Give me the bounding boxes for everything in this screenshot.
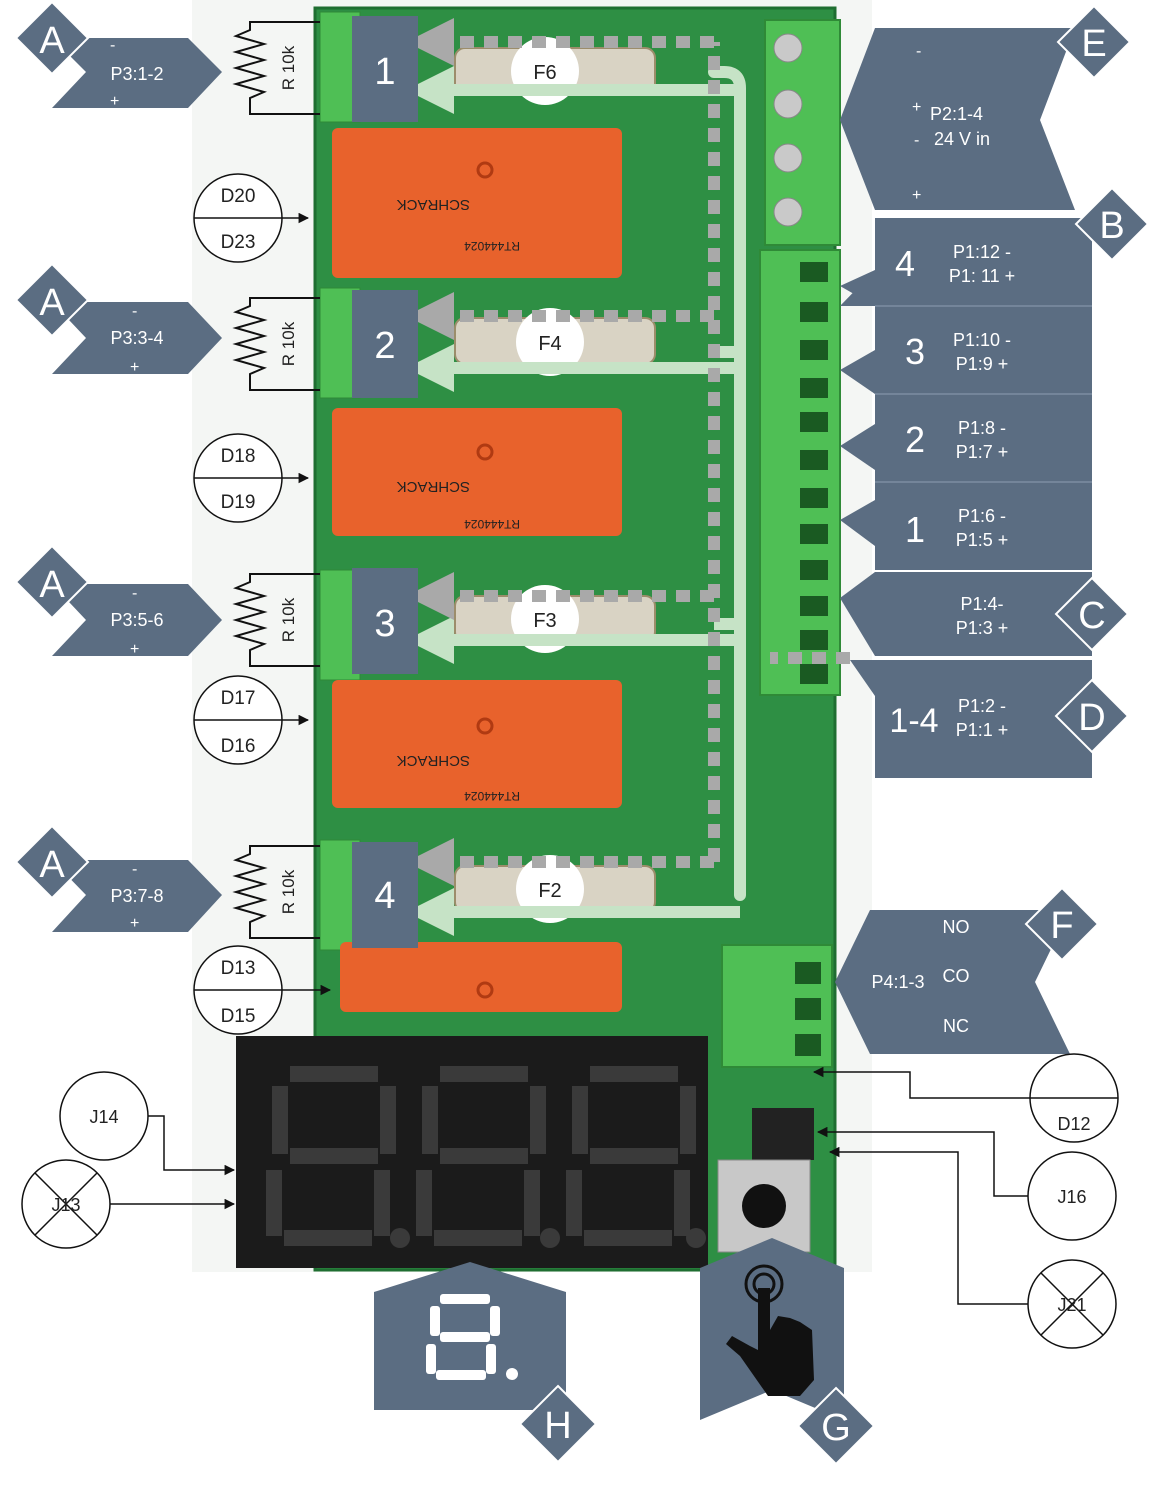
led-label: J16	[1057, 1187, 1086, 1207]
input-plus: +	[130, 359, 139, 376]
power-minus-mid: -	[914, 132, 919, 149]
alarm-no: NO	[943, 917, 970, 937]
output-number: 2	[905, 419, 925, 460]
led-label: J13	[51, 1195, 80, 1215]
output-number: 4	[895, 243, 915, 284]
relay-1: SCHRACK RT444024	[332, 128, 622, 278]
common-d-plus: P1:1 +	[956, 720, 1009, 740]
relay-model-text: RT444024	[464, 789, 520, 803]
led-label: J14	[89, 1107, 118, 1127]
common-c-plus: P1:3 +	[956, 618, 1009, 638]
relay-model-text: RT444024	[464, 517, 520, 531]
tag-letter: H	[544, 1405, 571, 1447]
power-label: P2:1-4	[930, 104, 983, 124]
power-minus-top: -	[916, 43, 921, 60]
fuse-label: F6	[533, 62, 556, 84]
input-plus: +	[130, 641, 139, 658]
push-button[interactable]	[742, 1184, 786, 1228]
alarm-label: P4:1-3	[871, 972, 924, 992]
tag-letter: B	[1099, 205, 1124, 247]
tag-letter: F	[1050, 905, 1073, 947]
jumper-block	[752, 1108, 814, 1160]
relay-2: SCHRACK RT444024	[332, 408, 622, 536]
output-minus: P1:12 -	[953, 242, 1011, 262]
fuse-label: F4	[538, 333, 561, 355]
resistor-label: R 10k	[279, 321, 298, 366]
relay-4	[340, 942, 622, 1012]
led-bottom-label: D15	[221, 1006, 256, 1027]
relay-3: SCHRACK RT444024	[332, 680, 622, 808]
fuse-label: F2	[538, 880, 561, 902]
channel-number: 4	[374, 875, 395, 917]
led-label: D12	[1057, 1114, 1090, 1134]
led-bottom-label: D23	[221, 232, 256, 253]
led-bottom-label: D16	[221, 736, 256, 757]
led-label: J21	[1057, 1295, 1086, 1315]
input-plus: +	[110, 93, 119, 110]
resistor-label: R 10k	[279, 869, 298, 914]
output-number: 3	[905, 331, 925, 372]
output-minus: P1:6 -	[958, 506, 1006, 526]
input-plus: +	[130, 915, 139, 932]
input-label: P3:5-6	[110, 610, 163, 630]
tag-letter: A	[39, 20, 65, 62]
tag-letter: A	[39, 564, 65, 606]
tag-letter: A	[39, 282, 65, 324]
output-minus: P1:10 -	[953, 330, 1011, 350]
channel-number: 2	[374, 325, 395, 367]
output-minus: P1:8 -	[958, 418, 1006, 438]
relay-model-text: RT444024	[464, 239, 520, 253]
output-plus: P1:7 +	[956, 442, 1009, 462]
output-panel: B 4 P1:12 - P1: 11 + 3 P1:10 - P1:9 + 2 …	[840, 188, 1148, 570]
resistor-label: R 10k	[279, 597, 298, 642]
output-number: 1	[905, 509, 925, 550]
tag-letter: G	[821, 1407, 851, 1449]
led-top-label: D20	[221, 186, 256, 207]
power-plus-bottom: +	[912, 187, 921, 204]
led-bottom-label: D19	[221, 492, 256, 513]
common-c-panel: C P1:4- P1:3 +	[840, 572, 1128, 656]
relay-brand-text: SCHRACK	[397, 196, 470, 213]
alarm-co: CO	[943, 966, 970, 986]
tag-letter: D	[1078, 697, 1105, 739]
relay-brand-text: SCHRACK	[397, 752, 470, 769]
input-label: P3:3-4	[110, 328, 163, 348]
channel-number: 1	[374, 51, 395, 93]
output-plus: P1: 11 +	[949, 266, 1015, 286]
tag-letter: C	[1078, 595, 1105, 637]
channel-number: 3	[374, 603, 395, 645]
fuse-label: F3	[533, 610, 556, 632]
display-badge: H	[374, 1262, 596, 1462]
led-top-label: D13	[221, 958, 256, 979]
power-plus-mid: +	[912, 99, 921, 116]
led-top-label: D18	[221, 446, 256, 467]
power-desc: 24 V in	[934, 129, 990, 149]
output-plus: P1:5 +	[956, 530, 1009, 550]
input-minus: -	[132, 585, 137, 602]
led-top-label: D17	[221, 688, 256, 709]
common-d-number: 1-4	[889, 702, 938, 740]
tag-letter: E	[1081, 23, 1106, 65]
power-input-panel: E - + P2:1-4 - 24 V in +	[840, 6, 1130, 210]
tag-letter: A	[39, 844, 65, 886]
seven-segment-display	[236, 1036, 708, 1268]
common-d-minus: P1:2 -	[958, 696, 1006, 716]
input-minus: -	[132, 861, 137, 878]
relay-brand-text: SCHRACK	[397, 478, 470, 495]
common-c-minus: P1:4-	[960, 594, 1003, 614]
input-minus: -	[132, 303, 137, 320]
common-d-panel: D 1-4 P1:2 - P1:1 +	[850, 660, 1128, 778]
input-minus: -	[110, 37, 115, 54]
output-plus: P1:9 +	[956, 354, 1009, 374]
input-label: P3:7-8	[110, 886, 163, 906]
alarm-relay-panel: F NO P4:1-3 CO NC	[835, 888, 1098, 1054]
alarm-nc: NC	[943, 1016, 969, 1036]
input-label: P3:1-2	[110, 64, 163, 84]
resistor-label: R 10k	[279, 45, 298, 90]
